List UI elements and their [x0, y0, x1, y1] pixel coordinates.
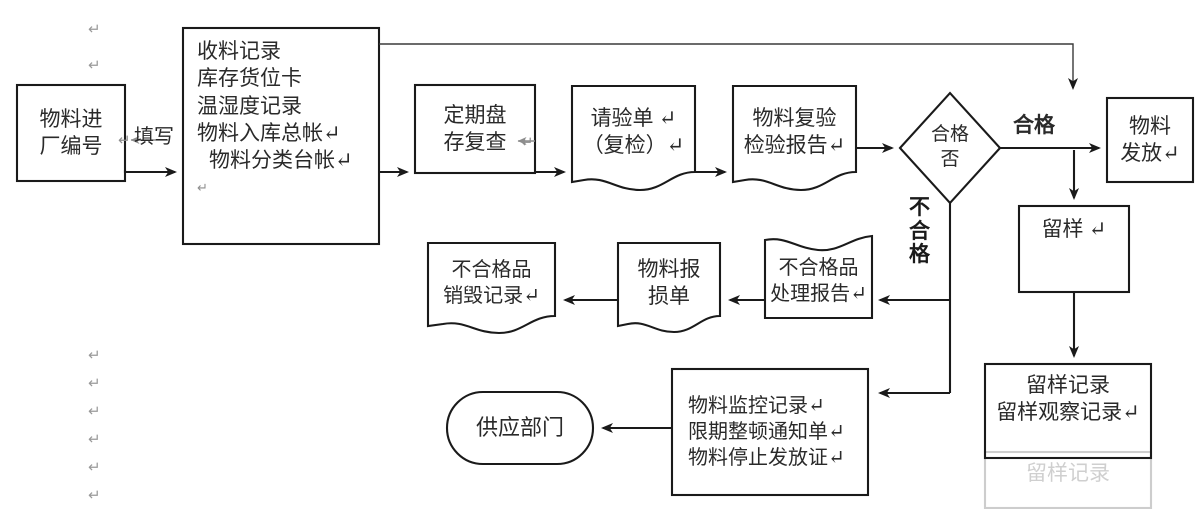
shape-nonconform-handle — [763, 234, 874, 320]
material-monitoring-records[interactable]: 物料监控记录↵ 限期整顿通知单↵ 物料停止发放证↵ — [672, 369, 868, 495]
margin-return-mark-bottom-3: ↵ — [88, 431, 101, 448]
shape-material-entry — [15, 83, 127, 183]
records-master-line-1: 库存货位卡 — [197, 66, 302, 91]
periodic-check-pilcrow-text: ↵ — [521, 134, 534, 151]
unqualified-char-2: 格 — [909, 242, 931, 267]
retest-report-line-0: 物料复验 — [752, 105, 837, 130]
periodic-inventory-recheck[interactable]: 定期盘 存复查 — [415, 85, 535, 173]
inspection-request-line-0: 请验单 ↵ — [590, 105, 677, 130]
shape-inspection-request — [570, 84, 697, 192]
retained-sample-records-overflow: 留样记录 — [985, 452, 1151, 508]
unqualified-char-0: 不 — [909, 195, 931, 219]
material-entry-line-0: 物料进 — [39, 106, 103, 131]
edge-label-unqualified: 不 合 格 — [908, 195, 931, 267]
retained-sample[interactable]: 留样 ↵ — [1019, 206, 1129, 292]
edge-feedback-loop — [379, 43, 1078, 90]
retained-records-overflow-line-0: 留样记录 — [1026, 461, 1110, 485]
records-master-line-0: 收料记录 — [197, 39, 281, 63]
inspection-request-form[interactable]: 请验单 ↵ （复检）↵ — [572, 86, 695, 178]
shape-periodic-check — [413, 83, 537, 175]
unqualified-char-1: 合 — [909, 218, 931, 243]
shape-supply-dept — [445, 390, 595, 466]
margin-return-mark-bottom-2: ↵ — [88, 403, 101, 420]
inspection-request-line-1: （复检）↵ — [582, 133, 685, 157]
nonconform-destroy-line-0: 不合格品 — [451, 259, 532, 281]
nonconforming-handling-report[interactable]: 不合格品 处理报告↵ — [765, 244, 872, 318]
records-master-line-4: 物料分类台帐↵ — [209, 148, 353, 173]
retained-sample-line-0: 留样 ↵ — [1041, 217, 1107, 241]
supply-department[interactable]: 供应部门 — [447, 392, 593, 464]
decision-line-1: 否 — [940, 149, 960, 170]
qualified-text: 合格 — [1013, 113, 1055, 137]
material-loss-line-1: 损单 — [648, 284, 690, 308]
shape-retest-report — [731, 84, 858, 192]
material-entry-pilcrow-text: ↵ — [118, 132, 131, 149]
monitor-box-line-0: 物料监控记录↵ — [688, 395, 825, 417]
material-issue-line-1: 发放↵ — [1120, 141, 1180, 165]
edge-label-qualified: 合格 — [1013, 113, 1055, 137]
monitor-box-line-1: 限期整顿通知单↵ — [688, 421, 845, 443]
shape-material-issue — [1105, 96, 1195, 184]
margin-return-mark-bottom-5: ↵ — [88, 487, 101, 504]
nonconform-handle-line-1: 处理报告↵ — [770, 283, 867, 305]
edge-entry-to-records — [123, 167, 177, 177]
margin-return-mark-top-1: ↵ — [88, 57, 101, 74]
shape-nonconform-destroy — [426, 241, 557, 335]
nonconforming-destruction-record[interactable]: 不合格品 销毁记录↵ — [428, 243, 555, 323]
retained-sample-records[interactable]: 留样记录 留样观察记录↵ — [985, 364, 1151, 458]
shape-retained-records — [983, 362, 1153, 460]
material-entry[interactable]: 物料进 厂编号 — [17, 85, 125, 181]
fill-in-text: 填写 — [134, 126, 174, 148]
edge-label-fill-in: 填写 — [134, 126, 174, 149]
margin-return-mark-bottom-1: ↵ — [88, 375, 101, 392]
material-loss-form[interactable]: 物料报 损单 — [618, 243, 720, 323]
records-master-line-3: 物料入库总帐↵ — [197, 120, 341, 145]
margin-return-mark-bottom-0: ↵ — [88, 347, 101, 364]
periodic-check-line-1: 存复查 — [443, 130, 507, 154]
shape-records-master — [181, 26, 381, 246]
monitor-box-line-2: 物料停止发放证↵ — [688, 447, 845, 469]
supply-dept-line-0: 供应部门 — [475, 414, 564, 440]
records-master-line-5: ↵ — [197, 180, 208, 196]
nonconform-destroy-line-1: 销毁记录↵ — [443, 285, 540, 307]
retest-report-line-1: 检验报告↵ — [743, 133, 846, 157]
nonconform-handle-line-0: 不合格品 — [778, 257, 859, 279]
margin-return-mark-top-0: ↵ — [88, 21, 101, 38]
material-entry-line-1: 厂编号 — [39, 134, 103, 158]
shape-material-loss — [616, 241, 722, 334]
qualified-decision[interactable]: 合格 否 — [900, 93, 1000, 203]
decision-line-0: 合格 — [930, 124, 969, 146]
material-entry-pilcrow: ↵ — [118, 131, 131, 149]
shape-retained-records-overflow — [983, 450, 1153, 509]
material-retest-report[interactable]: 物料复验 检验报告↵ — [733, 86, 856, 178]
periodic-check-line-0: 定期盘 — [443, 102, 507, 127]
periodic-check-pilcrow: ↵ — [521, 133, 534, 151]
margin-return-mark-bottom-4: ↵ — [88, 459, 101, 476]
material-loss-line-0: 物料报 — [637, 256, 701, 281]
material-issuance[interactable]: 物料 发放↵ — [1107, 98, 1193, 182]
material-issue-line-0: 物料 — [1129, 113, 1171, 138]
shape-monitor-box — [670, 367, 870, 497]
retained-records-line-1: 留样观察记录↵ — [996, 400, 1140, 425]
records-master-line-2: 温湿度记录 — [197, 93, 302, 118]
records-master[interactable]: 收料记录 库存货位卡 温湿度记录 物料入库总帐↵ 物料分类台帐↵ ↵ — [183, 28, 379, 244]
retained-records-line-0: 留样记录 — [1026, 373, 1110, 397]
